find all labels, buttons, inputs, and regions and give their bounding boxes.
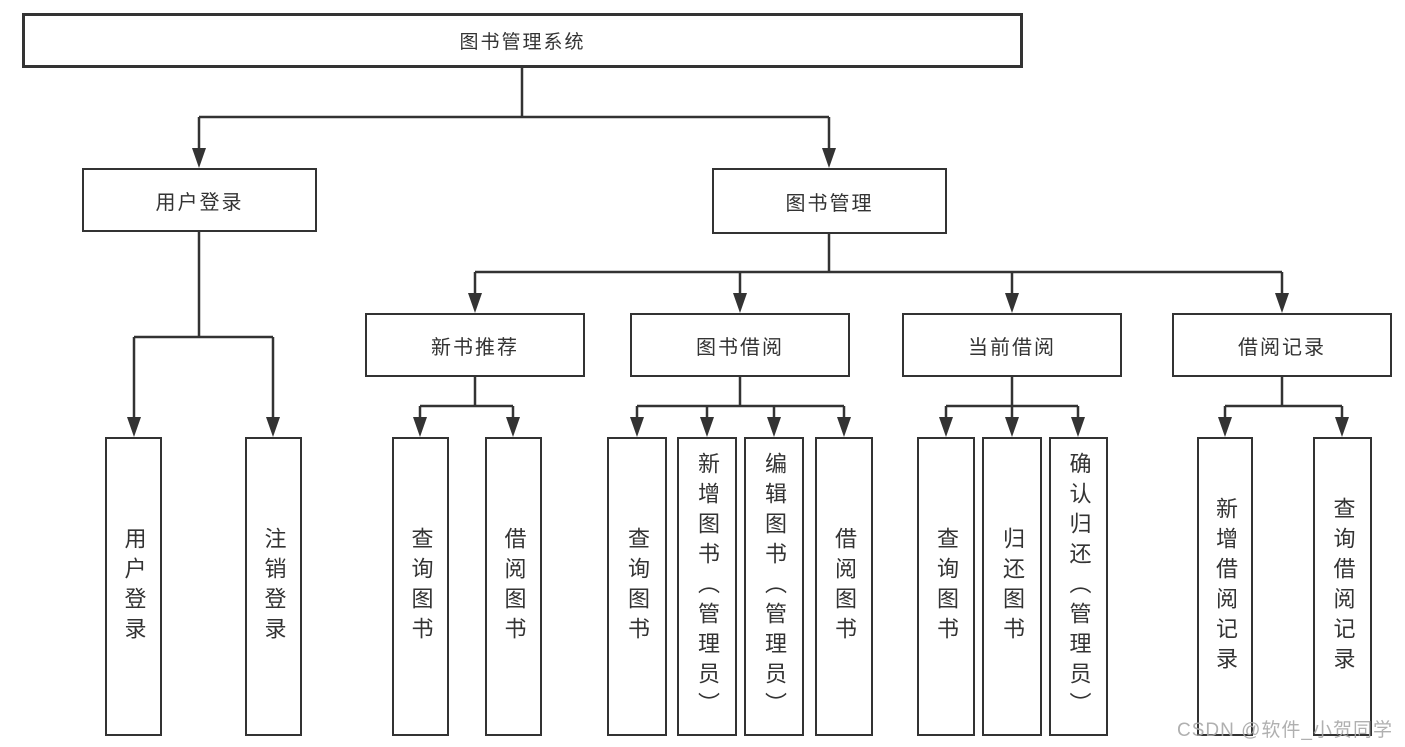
leaf-add-borrow-record: 新增借阅记录: [1197, 437, 1253, 736]
node-borrowing-records: 借阅记录: [1172, 313, 1392, 377]
node-library-system: 图书管理系统: [22, 13, 1023, 68]
leaf-borrow-books-borrowing: 借阅图书: [815, 437, 873, 736]
node-new-book-recommend: 新书推荐: [365, 313, 585, 377]
leaf-confirm-return-admin: 确认归还（管理员）: [1049, 437, 1108, 736]
leaf-add-book-admin: 新增图书（管理员）: [677, 437, 737, 736]
leaf-query-borrow-record: 查询借阅记录: [1313, 437, 1372, 736]
leaf-edit-book-admin: 编辑图书（管理员）: [744, 437, 804, 736]
leaf-borrow-books-recommend: 借阅图书: [485, 437, 542, 736]
node-user-login: 用户登录: [82, 168, 317, 232]
leaf-return-books: 归还图书: [982, 437, 1042, 736]
node-book-borrowing: 图书借阅: [630, 313, 850, 377]
leaf-user-login: 用户登录: [105, 437, 162, 736]
csdn-watermark: CSDN @软件_小贺同学: [1177, 720, 1393, 741]
leaf-logout: 注销登录: [245, 437, 302, 736]
leaf-query-books-borrowing: 查询图书: [607, 437, 667, 736]
node-current-borrowing: 当前借阅: [902, 313, 1122, 377]
node-book-management: 图书管理: [712, 168, 947, 234]
leaf-query-books-recommend: 查询图书: [392, 437, 449, 736]
leaf-query-books-current: 查询图书: [917, 437, 975, 736]
